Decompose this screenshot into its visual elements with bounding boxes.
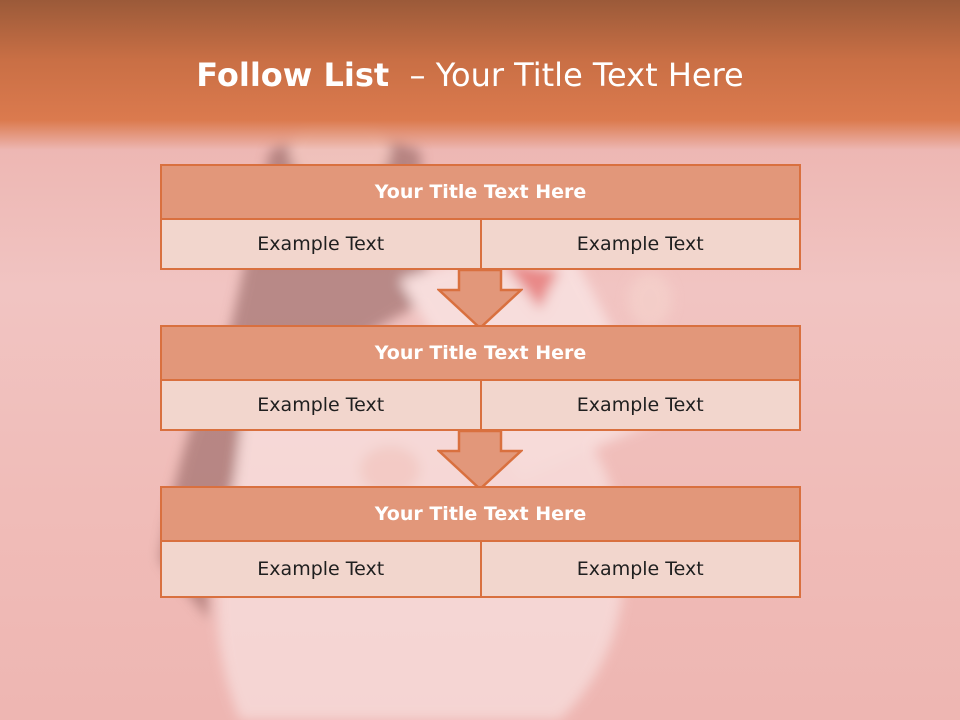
step-cell-right: Example Text (481, 220, 801, 270)
step-title: Your Title Text Here (160, 164, 801, 220)
step-cell-left: Example Text (160, 220, 482, 270)
slide-title-bold: Follow List (196, 56, 390, 94)
step-cell-left: Example Text (160, 381, 482, 431)
step-block-2: Your Title Text Here Example Text Exampl… (160, 325, 801, 431)
down-arrow-icon (437, 270, 523, 330)
step-row: Example Text Example Text (160, 542, 801, 598)
step-row: Example Text Example Text (160, 220, 801, 270)
down-arrow-icon (437, 431, 523, 491)
step-block-3: Your Title Text Here Example Text Exampl… (160, 486, 801, 598)
step-cell-left: Example Text (160, 542, 482, 598)
step-cell-right: Example Text (481, 542, 801, 598)
step-title: Your Title Text Here (160, 486, 801, 542)
slide-title: Follow List – Your Title Text Here (0, 56, 940, 94)
step-cell-right: Example Text (481, 381, 801, 431)
step-block-1: Your Title Text Here Example Text Exampl… (160, 164, 801, 270)
step-row: Example Text Example Text (160, 381, 801, 431)
step-title: Your Title Text Here (160, 325, 801, 381)
header-band (0, 0, 960, 150)
slide-title-rest: – Your Title Text Here (389, 56, 744, 94)
